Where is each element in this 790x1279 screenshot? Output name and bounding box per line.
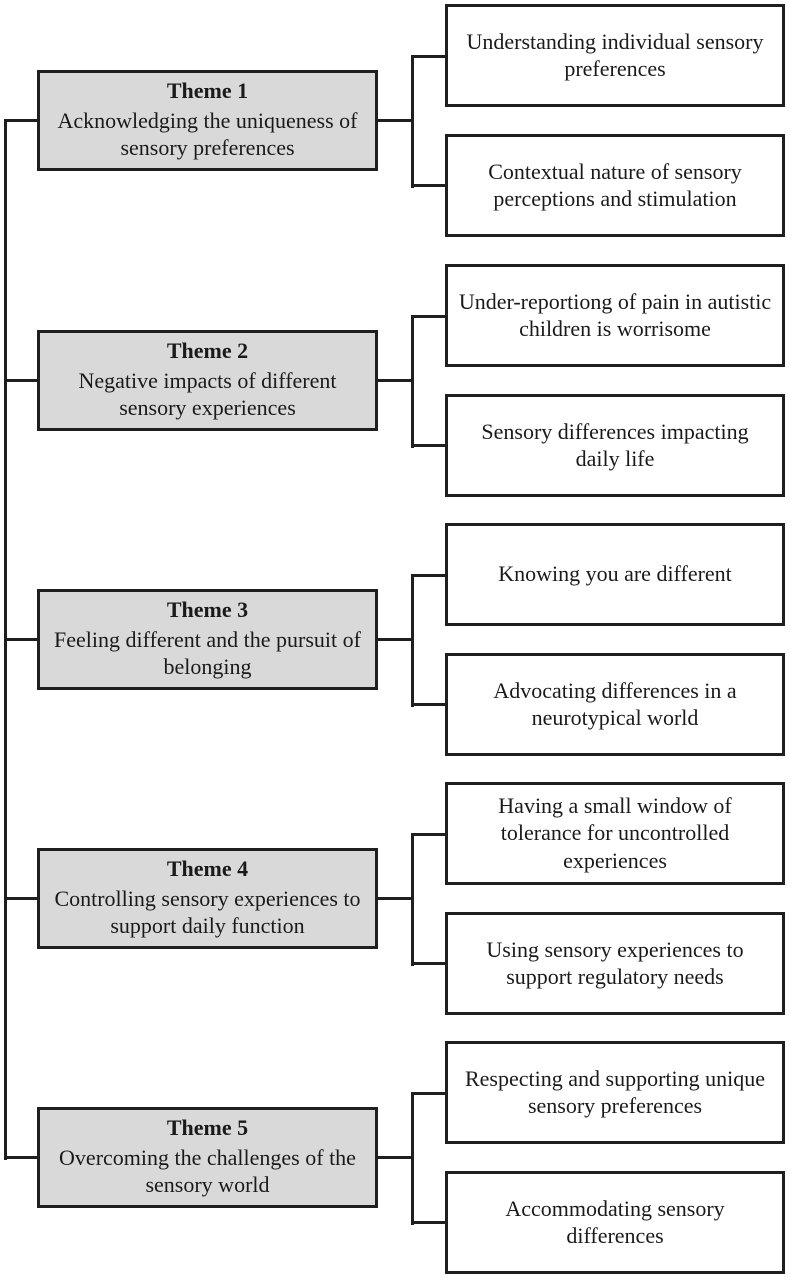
spine-stub-line xyxy=(4,118,38,122)
spine-stub-line xyxy=(4,378,38,382)
subtheme-box-5b: Accommodating sensory differences xyxy=(445,1170,785,1274)
subtheme-stub-line xyxy=(411,443,446,447)
theme-connector-line xyxy=(377,118,414,122)
theme-connector-line xyxy=(377,1155,414,1159)
subtheme-stub-line xyxy=(411,832,446,836)
subtheme-stub-line xyxy=(411,54,446,58)
theme-label: Overcoming the challenges of the sensory… xyxy=(59,1145,356,1198)
subtheme-label: Contextual nature of sensory perceptions… xyxy=(488,158,742,212)
theme-label: Feeling different and the pursuit of bel… xyxy=(54,627,361,680)
spine-stub-line xyxy=(4,1155,38,1159)
theme-label: Acknowledging the uniqueness of sensory … xyxy=(57,108,358,161)
subtheme-label: Knowing you are different xyxy=(498,561,732,587)
theme-title: Theme 3 xyxy=(166,597,249,623)
subtheme-box-1b: Contextual nature of sensory perceptions… xyxy=(445,133,785,237)
bracket-line xyxy=(411,1091,414,1225)
theme-title: Theme 4 xyxy=(166,856,249,882)
subtheme-stub-line xyxy=(411,1220,446,1224)
bracket-line xyxy=(411,54,414,188)
theme-label: Controlling sensory experiences to suppo… xyxy=(54,886,361,939)
subtheme-stub-line xyxy=(411,183,446,187)
theme-box-2: Theme 2 Negative impacts of different se… xyxy=(37,329,378,431)
bracket-line xyxy=(411,573,414,707)
theme-connector-line xyxy=(377,637,414,641)
spine-stub-line xyxy=(4,637,38,641)
subtheme-stub-line xyxy=(411,702,446,706)
subtheme-label: Under-reportiong of pain in autistic chi… xyxy=(458,288,772,342)
subtheme-label: Having a small window of tolerance for u… xyxy=(498,792,732,873)
theme-title: Theme 2 xyxy=(166,338,249,364)
subtheme-stub-line xyxy=(411,1091,446,1095)
subtheme-box-3a: Knowing you are different xyxy=(445,522,785,626)
subtheme-stub-line xyxy=(411,961,446,965)
subtheme-stub-line xyxy=(411,314,446,318)
subtheme-label: Respecting and supporting unique sensory… xyxy=(464,1065,765,1119)
subtheme-box-4a: Having a small window of tolerance for u… xyxy=(445,781,785,885)
subtheme-stub-line xyxy=(411,573,446,577)
subtheme-box-3b: Advocating differences in a neurotypical… xyxy=(445,652,785,756)
theme-connector-line xyxy=(377,896,414,900)
subtheme-label: Understanding individual sensory prefere… xyxy=(466,28,764,82)
subtheme-box-4b: Using sensory experiences to support reg… xyxy=(445,911,785,1015)
bracket-line xyxy=(411,832,414,966)
subtheme-label: Advocating differences in a neurotypical… xyxy=(493,677,737,731)
subtheme-box-1a: Understanding individual sensory prefere… xyxy=(445,3,785,107)
theme-box-3: Theme 3 Feeling different and the pursui… xyxy=(37,588,378,690)
subtheme-box-5a: Respecting and supporting unique sensory… xyxy=(445,1040,785,1144)
theme-title: Theme 5 xyxy=(166,1115,249,1141)
theme-box-5: Theme 5 Overcoming the challenges of the… xyxy=(37,1106,378,1208)
subtheme-label: Using sensory experiences to support reg… xyxy=(486,936,744,990)
spine-stub-line xyxy=(4,896,38,900)
theme-label: Negative impacts of different sensory ex… xyxy=(78,368,337,421)
theme-title: Theme 1 xyxy=(166,78,249,104)
subtheme-box-2b: Sensory differences impacting daily life xyxy=(445,393,785,497)
subtheme-label: Accommodating sensory differences xyxy=(505,1195,725,1249)
subtheme-box-2a: Under-reportiong of pain in autistic chi… xyxy=(445,263,785,367)
theme-box-1: Theme 1 Acknowledging the uniqueness of … xyxy=(37,69,378,171)
subtheme-label: Sensory differences impacting daily life xyxy=(481,418,749,472)
theme-box-4: Theme 4 Controlling sensory experiences … xyxy=(37,847,378,949)
bracket-line xyxy=(411,314,414,448)
theme-connector-line xyxy=(377,378,414,382)
